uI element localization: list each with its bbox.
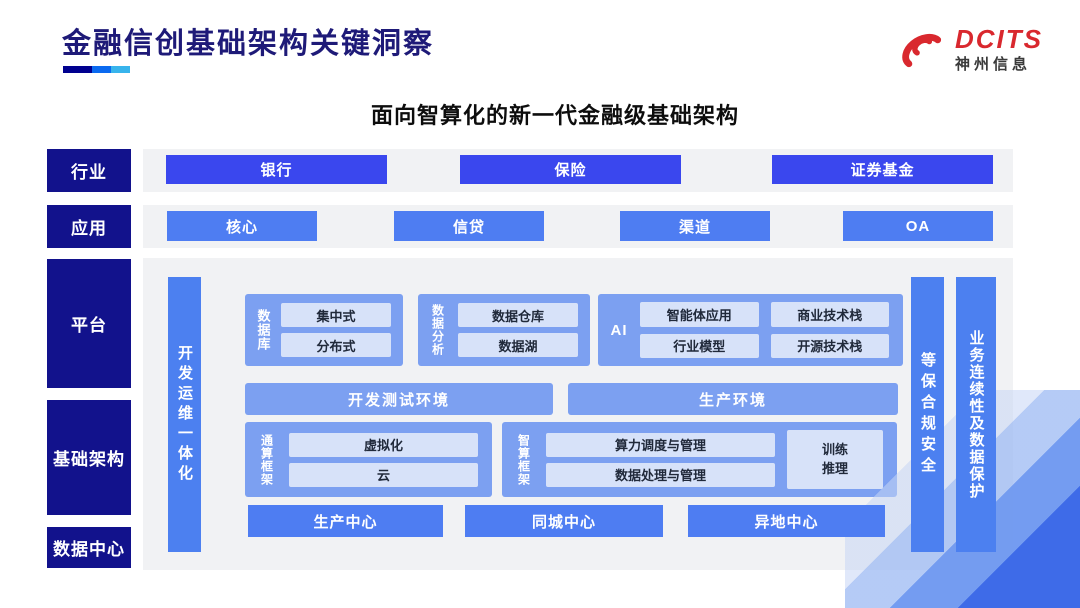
accent-segment-mid [92, 66, 111, 73]
row-label-infrastructure: 基础架构 [47, 400, 131, 515]
devops-vertical-bar: 开发运维一体化 [168, 277, 201, 552]
app-item-channel: 渠道 [620, 211, 770, 241]
framework-item-cloud: 云 [289, 462, 478, 487]
intelligent-framework-group: 智算框架 算力调度与管理 数据处理与管理 训练推理 [502, 422, 897, 497]
title-accent-bar [63, 66, 130, 73]
continuity-vertical-bar: 业务连续性及数据保护 [956, 277, 996, 552]
general-framework-label: 通算框架 [259, 433, 274, 486]
accent-segment-light [111, 66, 130, 73]
analytics-group-label: 数据分析 [430, 304, 445, 356]
app-item-credit: 信贷 [394, 211, 544, 241]
framework-item-virtualization: 虚拟化 [289, 432, 478, 457]
framework-item-data-processing: 数据处理与管理 [546, 462, 775, 487]
ai-item-industry-model: 行业模型 [640, 333, 759, 358]
logo-company-text: 神州信息 [955, 55, 1032, 73]
devops-bar-label: 开发运维一体化 [176, 344, 193, 485]
row-label-datacenter: 数据中心 [47, 527, 131, 568]
general-framework-group: 通算框架 虚拟化 云 [245, 422, 492, 497]
industry-item-bank: 银行 [166, 155, 387, 184]
ai-group-label: AI [610, 321, 628, 339]
database-group: 数据库 集中式 分布式 [245, 294, 403, 366]
database-item-centralized: 集中式 [281, 303, 391, 327]
database-group-label: 数据库 [255, 309, 271, 351]
analytics-item-lake: 数据湖 [458, 333, 578, 357]
framework-item-training-inference: 训练推理 [787, 430, 883, 489]
intelligent-framework-label: 智算框架 [516, 433, 531, 486]
row-label-industry: 行业 [47, 149, 131, 192]
database-item-distributed: 分布式 [281, 333, 391, 357]
ai-item-agent-app: 智能体应用 [640, 302, 759, 327]
analytics-group: 数据分析 数据仓库 数据湖 [418, 294, 590, 366]
security-vertical-bar: 等保合规安全 [911, 277, 944, 552]
devtest-env-bar: 开发测试环境 [245, 383, 553, 415]
industry-item-insurance: 保险 [460, 155, 681, 184]
diagram-title: 面向智算化的新一代金融级基础架构 [370, 103, 739, 128]
security-bar-label: 等保合规安全 [919, 351, 936, 478]
continuity-bar-label: 业务连续性及数据保护 [967, 329, 985, 500]
ai-group: AI 智能体应用 商业技术栈 行业模型 开源技术栈 [598, 294, 903, 366]
production-env-bar: 生产环境 [568, 383, 898, 415]
swirl-logo-icon [893, 20, 947, 79]
platform-container: 开发运维一体化 等保合规安全 业务连续性及数据保护 数据库 集中式 分布式 数据… [143, 258, 1013, 570]
row-label-application: 应用 [47, 205, 131, 248]
industry-item-securities: 证券基金 [772, 155, 993, 184]
logo-brand-text: DCITS [955, 24, 1043, 55]
ai-item-opensource-stack: 开源技术栈 [770, 333, 889, 358]
analytics-item-warehouse: 数据仓库 [458, 303, 578, 327]
ai-item-commercial-stack: 商业技术栈 [770, 302, 889, 327]
app-item-oa: OA [843, 211, 993, 241]
framework-item-compute-scheduling: 算力调度与管理 [546, 432, 775, 457]
row-label-platform: 平台 [47, 259, 131, 388]
center-remote: 异地中心 [688, 505, 885, 537]
app-item-core: 核心 [167, 211, 317, 241]
center-production: 生产中心 [248, 505, 443, 537]
center-same-city: 同城中心 [465, 505, 663, 537]
page-title: 金融信创基础架构关键洞察 [62, 28, 435, 60]
accent-segment-dark [63, 66, 92, 73]
company-logo: DCITS 神州信息 [893, 20, 1043, 79]
